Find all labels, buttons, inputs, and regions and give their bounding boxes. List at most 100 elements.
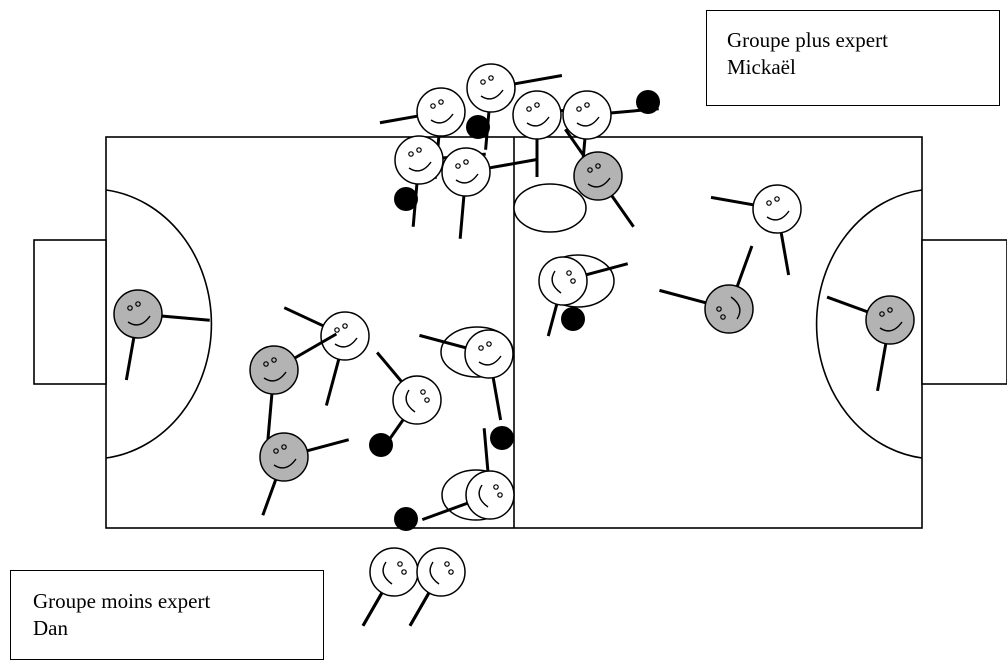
less-expert-group-label: Groupe moins expert Dan bbox=[10, 570, 324, 660]
left-goal bbox=[33, 239, 107, 385]
player-eye bbox=[534, 102, 540, 108]
player-eye bbox=[595, 163, 601, 169]
player-smile bbox=[334, 337, 358, 348]
player-arm bbox=[491, 375, 503, 421]
smiley-face-icon bbox=[538, 256, 629, 337]
player-smile bbox=[405, 389, 416, 413]
player-arm bbox=[324, 356, 341, 406]
player-eye bbox=[887, 307, 893, 313]
player-head bbox=[562, 90, 612, 140]
ghost-ellipse bbox=[513, 183, 587, 233]
player-arm bbox=[124, 335, 136, 381]
player-head bbox=[573, 151, 623, 201]
player-smile bbox=[526, 116, 550, 127]
player-eye bbox=[587, 167, 593, 173]
player-arm bbox=[876, 341, 888, 392]
player-arm bbox=[419, 333, 469, 350]
player-head bbox=[416, 87, 466, 137]
player-smile bbox=[480, 89, 504, 100]
player-head bbox=[512, 90, 562, 140]
player-smile bbox=[263, 371, 287, 382]
players bbox=[113, 63, 915, 627]
less-expert-group-name: Dan bbox=[33, 616, 68, 640]
player-smile bbox=[730, 296, 741, 320]
smiley-face-icon bbox=[249, 332, 338, 442]
balls bbox=[369, 90, 660, 531]
player-smile bbox=[766, 210, 790, 221]
player-arm bbox=[361, 590, 385, 627]
player-eye bbox=[774, 196, 780, 202]
player-eye bbox=[576, 106, 582, 112]
smiley-face-icon bbox=[379, 87, 466, 179]
player-smile bbox=[455, 173, 479, 184]
player-arm bbox=[564, 128, 587, 159]
player-arm bbox=[487, 158, 538, 170]
player-smile bbox=[576, 116, 600, 127]
player-eye bbox=[486, 341, 492, 347]
player-arm bbox=[735, 245, 754, 289]
player-eye bbox=[397, 561, 403, 567]
player-eye bbox=[488, 75, 494, 81]
player-eye bbox=[716, 306, 722, 312]
player-eye bbox=[493, 484, 499, 490]
player-smile bbox=[127, 315, 151, 326]
ball-icon bbox=[369, 433, 393, 457]
smiley-face-icon bbox=[113, 289, 210, 381]
expert-group-label: Groupe plus expert Mickaël bbox=[706, 10, 1000, 106]
player-smile bbox=[587, 177, 611, 188]
player-arm bbox=[659, 288, 709, 305]
smiley-face-icon bbox=[710, 184, 802, 276]
player-arm bbox=[261, 477, 278, 516]
player-eye bbox=[444, 561, 450, 567]
player-arm bbox=[283, 306, 326, 329]
smiley-face-icon bbox=[826, 295, 915, 392]
smiley-face-icon bbox=[441, 147, 538, 239]
ball-icon bbox=[466, 115, 490, 139]
player-eye bbox=[480, 79, 486, 85]
ball-icon bbox=[561, 307, 585, 331]
player-head bbox=[752, 184, 802, 234]
player-head bbox=[113, 289, 163, 339]
ball-icon bbox=[394, 187, 418, 211]
player-head bbox=[416, 547, 466, 597]
player-arm bbox=[375, 351, 405, 385]
player-eye bbox=[342, 323, 348, 329]
player-arm bbox=[408, 590, 432, 627]
expert-group-name: Mickaël bbox=[727, 55, 796, 79]
right-goal-area bbox=[815, 189, 923, 459]
player-eye bbox=[478, 345, 484, 351]
smiley-face-icon bbox=[419, 329, 514, 421]
player-head bbox=[394, 135, 444, 185]
player-arm bbox=[421, 501, 470, 522]
player-smile bbox=[478, 484, 489, 508]
player-eye bbox=[263, 361, 269, 367]
player-eye bbox=[526, 106, 532, 112]
player-eye bbox=[879, 311, 885, 317]
player-eye bbox=[401, 569, 407, 575]
player-eye bbox=[334, 327, 340, 333]
ball-icon bbox=[636, 90, 660, 114]
player-arm bbox=[266, 391, 274, 442]
player-head bbox=[259, 432, 309, 482]
player-arm bbox=[583, 262, 629, 277]
player-eye bbox=[416, 147, 422, 153]
expert-group-title: Groupe plus expert bbox=[727, 28, 888, 52]
player-eye bbox=[566, 270, 572, 276]
smiley-face-icon bbox=[283, 306, 370, 406]
player-arm bbox=[292, 332, 338, 361]
player-head bbox=[464, 329, 514, 379]
player-arm bbox=[609, 193, 635, 228]
player-eye bbox=[420, 389, 426, 395]
player-arm bbox=[546, 301, 559, 337]
player-eye bbox=[570, 278, 576, 284]
player-smile bbox=[429, 561, 440, 585]
right-goal bbox=[921, 239, 1007, 385]
player-eye bbox=[584, 102, 590, 108]
player-eye bbox=[430, 103, 436, 109]
player-arm bbox=[304, 438, 350, 453]
court bbox=[33, 136, 1007, 529]
player-eye bbox=[448, 569, 454, 575]
player-eye bbox=[273, 448, 279, 454]
player-smile bbox=[382, 561, 393, 585]
